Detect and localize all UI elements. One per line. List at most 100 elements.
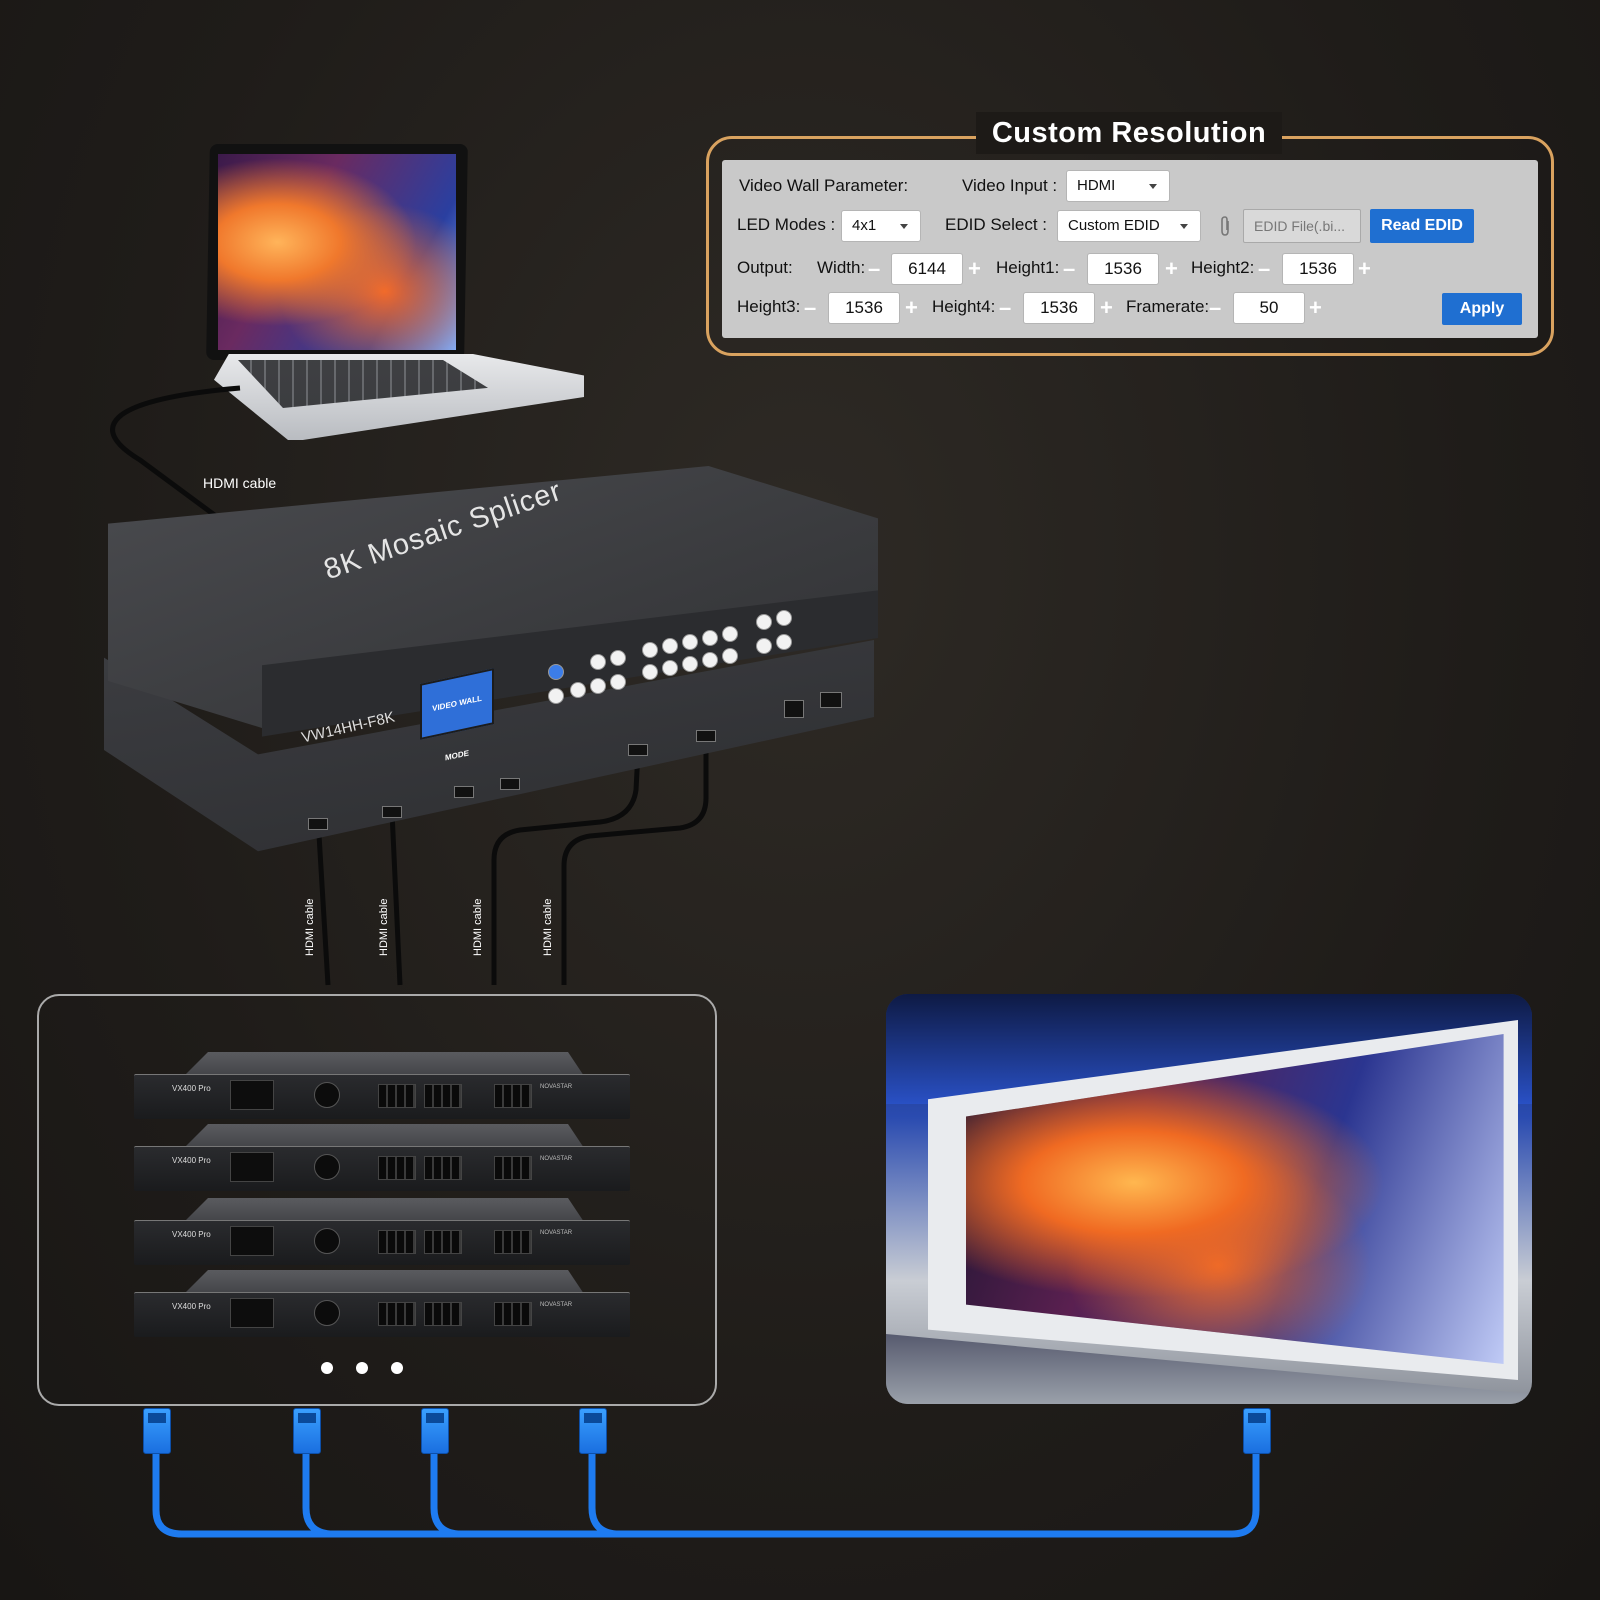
video-input-select[interactable]: HDMI bbox=[1066, 170, 1170, 202]
height4-increment-button[interactable]: + bbox=[1100, 295, 1113, 320]
output-label: Output: bbox=[737, 258, 793, 277]
panel-button bbox=[776, 610, 792, 626]
hdmi-cable-label: HDMI cable bbox=[304, 898, 316, 956]
custom-resolution-panel: Video Wall Parameter: Video Input : HDMI… bbox=[722, 160, 1538, 338]
network-connector bbox=[421, 1408, 449, 1454]
edid-select[interactable]: Custom EDID bbox=[1057, 210, 1201, 242]
controller-unit: VX400 Pro NOVASTAR bbox=[134, 1198, 630, 1274]
height3-input[interactable]: 1536 bbox=[828, 292, 900, 324]
width-input[interactable]: 6144 bbox=[891, 253, 963, 285]
height2-input[interactable]: 1536 bbox=[1282, 253, 1354, 285]
power-button bbox=[548, 664, 564, 680]
network-connector bbox=[293, 1408, 321, 1454]
chevron-down-icon bbox=[1180, 224, 1188, 229]
led-modes-label: LED Modes : bbox=[737, 215, 836, 234]
hdmi-cable-label: HDMI cable bbox=[542, 898, 554, 956]
height3-label: Height3: bbox=[737, 297, 801, 316]
height1-increment-button[interactable]: + bbox=[1165, 256, 1178, 281]
framerate-input[interactable]: 50 bbox=[1233, 292, 1305, 324]
more-dot bbox=[391, 1362, 403, 1374]
led-wall-photo bbox=[886, 994, 1532, 1404]
controller-unit: VX400 Pro NOVASTAR bbox=[134, 1052, 630, 1128]
controller-brand: NOVASTAR bbox=[540, 1302, 573, 1308]
height2-label: Height2: bbox=[1191, 258, 1255, 277]
framerate-increment-button[interactable]: + bbox=[1309, 295, 1322, 320]
panel-button bbox=[682, 656, 698, 672]
edid-file-input[interactable]: EDID File(.bi... bbox=[1243, 209, 1361, 243]
video-input-value: HDMI bbox=[1077, 177, 1116, 194]
height4-input[interactable]: 1536 bbox=[1023, 292, 1095, 324]
led-modes-select[interactable]: 4x1 bbox=[841, 210, 921, 242]
height4-decrement-button[interactable]: – bbox=[999, 295, 1012, 320]
panel-button bbox=[722, 648, 738, 664]
video-wall-parameter-label: Video Wall Parameter: bbox=[739, 176, 909, 195]
panel-button bbox=[662, 660, 678, 676]
panel-button bbox=[590, 654, 606, 670]
controller-brand: NOVASTAR bbox=[540, 1156, 573, 1162]
video-input-label: Video Input : bbox=[962, 176, 1058, 195]
panel-button bbox=[548, 688, 564, 704]
hdmi-cable-label: HDMI cable bbox=[378, 898, 390, 956]
controller-brand: NOVASTAR bbox=[540, 1084, 573, 1090]
hdmi-out-port bbox=[382, 806, 402, 818]
height4-label: Height4: bbox=[932, 297, 996, 316]
controllers-box bbox=[37, 994, 717, 1406]
edid-select-value: Custom EDID bbox=[1068, 217, 1160, 234]
hdmi-in-port bbox=[454, 786, 474, 798]
panel-button bbox=[642, 664, 658, 680]
panel-button bbox=[702, 652, 718, 668]
ethernet-port bbox=[784, 700, 804, 718]
laptop-screen-image bbox=[218, 154, 456, 350]
edid-select-label: EDID Select : bbox=[945, 215, 1048, 234]
panel-button bbox=[756, 614, 772, 630]
controller-brand: NOVASTAR bbox=[540, 1230, 573, 1236]
height3-increment-button[interactable]: + bbox=[905, 295, 918, 320]
controller-unit: VX400 Pro NOVASTAR bbox=[134, 1270, 630, 1346]
controller-name: VX400 Pro bbox=[172, 1302, 211, 1311]
panel-button bbox=[570, 682, 586, 698]
panel-button bbox=[682, 634, 698, 650]
panel-button bbox=[756, 638, 772, 654]
more-dot bbox=[356, 1362, 368, 1374]
apply-button[interactable]: Apply bbox=[1442, 293, 1522, 325]
controller-name: VX400 Pro bbox=[172, 1230, 211, 1239]
controller-name: VX400 Pro bbox=[172, 1156, 211, 1165]
controller-name: VX400 Pro bbox=[172, 1084, 211, 1093]
hdmi-cable-label: HDMI cable bbox=[472, 898, 484, 956]
panel-button bbox=[662, 638, 678, 654]
network-connector bbox=[579, 1408, 607, 1454]
chevron-down-icon bbox=[900, 224, 908, 229]
hdmi-out-port bbox=[696, 730, 716, 742]
width-label: Width: bbox=[817, 258, 866, 277]
controller-unit: VX400 Pro NOVASTAR bbox=[134, 1124, 630, 1200]
panel-button bbox=[722, 626, 738, 642]
custom-resolution-title: Custom Resolution bbox=[976, 112, 1282, 154]
height3-decrement-button[interactable]: – bbox=[804, 295, 817, 320]
panel-button bbox=[610, 650, 626, 666]
network-connector bbox=[1243, 1408, 1271, 1454]
hdmi-cable-label-top: HDMI cable bbox=[203, 475, 277, 491]
height1-decrement-button[interactable]: – bbox=[1063, 256, 1076, 281]
width-decrement-button[interactable]: – bbox=[868, 256, 881, 281]
network-connector bbox=[143, 1408, 171, 1454]
height1-label: Height1: bbox=[996, 258, 1060, 277]
height1-input[interactable]: 1536 bbox=[1087, 253, 1159, 285]
panel-button bbox=[702, 630, 718, 646]
panel-button bbox=[776, 634, 792, 650]
dp-in-port bbox=[500, 778, 520, 790]
width-increment-button[interactable]: + bbox=[968, 256, 981, 281]
paperclip-icon[interactable] bbox=[1219, 216, 1233, 238]
more-dot bbox=[321, 1362, 333, 1374]
framerate-label: Framerate: bbox=[1126, 297, 1210, 316]
chevron-down-icon bbox=[1149, 184, 1157, 189]
height2-increment-button[interactable]: + bbox=[1358, 256, 1371, 281]
height2-decrement-button[interactable]: – bbox=[1258, 256, 1271, 281]
panel-button bbox=[590, 678, 606, 694]
panel-button bbox=[610, 674, 626, 690]
hdmi-out-port bbox=[628, 744, 648, 756]
power-port bbox=[820, 692, 842, 708]
read-edid-button[interactable]: Read EDID bbox=[1370, 209, 1474, 243]
panel-button bbox=[642, 642, 658, 658]
framerate-decrement-button[interactable]: – bbox=[1209, 295, 1222, 320]
